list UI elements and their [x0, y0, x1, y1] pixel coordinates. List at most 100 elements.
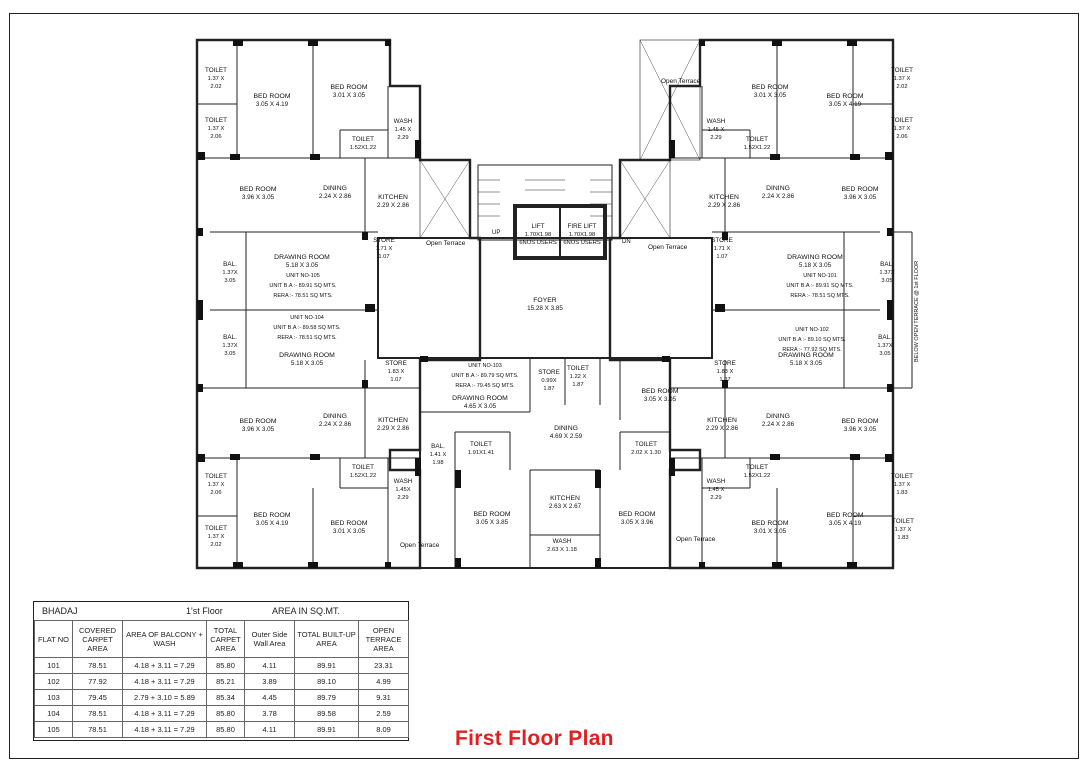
room-name: TOILET — [205, 117, 227, 124]
room-dimension: 1.37 X — [895, 527, 912, 533]
room-dimension: 2.24 X 2.86 — [762, 193, 795, 200]
table-cell: 79.45 — [72, 689, 123, 706]
unit-uba: UNIT B.A :- 89.91 SQ MTS. — [269, 283, 337, 289]
table-cell: 101 — [34, 657, 73, 674]
room-dimension: 1.87 — [572, 382, 583, 388]
table-cell: 78.51 — [72, 657, 123, 674]
table-cell: 23.31 — [358, 657, 409, 674]
room-dimension: 1.45X — [395, 487, 410, 493]
terrace-label: Open Terrace — [676, 536, 716, 543]
room-name: TOILET — [470, 441, 492, 448]
room-name: BAL. — [880, 261, 894, 268]
area-table: BHADAJ 1'st Floor AREA IN SQ.MT. FLAT NO… — [33, 601, 409, 741]
room-dimension: 1.87 — [543, 386, 554, 392]
room-name: STORE — [538, 369, 560, 376]
table-cell: 3.89 — [244, 673, 295, 690]
room-dimension: 1.07 — [378, 254, 389, 260]
room-name: DRAWING ROOM — [279, 352, 335, 359]
room-name: BED ROOM — [239, 418, 276, 425]
room-name: FIRE LIFT — [567, 223, 596, 230]
room-name: BED ROOM — [826, 512, 863, 519]
room-name: WASH — [394, 478, 413, 485]
room-dimension: 2.24 X 2.86 — [319, 193, 352, 200]
room-dimension: 3.05 X 3.96 — [621, 519, 654, 526]
room-name: BED ROOM — [618, 511, 655, 518]
wall-structure — [195, 38, 913, 570]
terrace-label: Open Terrace — [648, 244, 688, 251]
room-dimension: 1.83 — [896, 490, 907, 496]
room-dimension: 1.52X1.22 — [350, 473, 376, 479]
unit-uba: UNIT B.A :- 89.79 SQ MTS. — [451, 373, 519, 379]
room-name: KITCHEN — [378, 417, 408, 424]
room-name: TOILET — [352, 464, 374, 471]
room-dimension: 3.05 X 4.19 — [829, 520, 862, 527]
room-dimension: 3.05 — [224, 278, 235, 284]
unit-rera: RERA :- 77.92 SQ MTS. — [782, 347, 842, 353]
room-dimension: 1.37 X — [894, 76, 911, 82]
room-label-tl-toilet3: TOILET 1.52X1.22 — [350, 136, 376, 151]
room-name: DRAWING ROOM — [787, 254, 843, 261]
room-dimension: 1.37X — [877, 343, 892, 349]
room-dimension: 1.45 X — [708, 487, 725, 493]
room-dimension: 2.29 — [710, 135, 721, 141]
page-caption: First Floor Plan — [455, 727, 614, 750]
room-dimension: 2.63 X 1.18 — [547, 547, 577, 553]
room-dimension: 1.37 X — [208, 126, 225, 132]
room-dimension: 3.05 — [224, 351, 235, 357]
room-dimension: 4.69 X 2.59 — [550, 433, 583, 440]
unit-unit: UNIT NO-103 — [468, 363, 502, 369]
room-dimension: 2.24 X 2.86 — [762, 421, 795, 428]
room-dimension: 3.01 X 3.05 — [754, 528, 787, 535]
room-dimension: 5.18 X 3.05 — [291, 360, 324, 367]
room-dimension: 1.52X1.22 — [350, 145, 376, 151]
room-name: TOILET — [891, 67, 913, 74]
room-name: BAL. — [878, 334, 892, 341]
room-dimension: 1.71 X — [714, 246, 731, 252]
room-dimension: 2.29 — [710, 495, 721, 501]
table-cell: 85.80 — [206, 705, 245, 722]
room-dimension: 3.96 X 3.05 — [844, 194, 877, 201]
table-header-cell: Outer Side Wall Area — [244, 620, 295, 658]
room-name: BAL. — [223, 334, 237, 341]
room-dimension: 3.05 — [879, 351, 890, 357]
terrace-label: Open Terrace — [661, 78, 701, 85]
room-label-mr-bal: BAL. 1.37X 3.05 — [877, 334, 892, 357]
table-cell: 77.92 — [72, 673, 123, 690]
room-name: STORE — [373, 237, 395, 244]
room-dimension: 2.29 X 2.86 — [377, 425, 410, 432]
room-name: LIFT — [532, 223, 545, 230]
room-name: STORE — [714, 360, 736, 367]
room-dimension: 1.37X — [879, 270, 894, 276]
room-dimension: 1.37 X — [894, 482, 911, 488]
stair-down-label: DN — [622, 239, 631, 245]
table-cell: 78.51 — [72, 705, 123, 722]
table-cell: 103 — [34, 689, 73, 706]
room-name: DINING — [554, 425, 578, 432]
table-cell: 8.09 — [358, 721, 409, 738]
room-name: TOILET — [352, 136, 374, 143]
room-dimension: 1.07 — [390, 377, 401, 383]
room-dimension: 2.02 — [896, 84, 907, 90]
room-name: DRAWING ROOM — [778, 352, 834, 359]
room-name: BED ROOM — [253, 512, 290, 519]
room-dimension: 1.52X1.22 — [744, 473, 770, 479]
room-dimension: 3.01 X 3.05 — [754, 92, 787, 99]
drawing-frame — [9, 13, 1079, 759]
room-dimension: 1.37 X — [894, 126, 911, 132]
